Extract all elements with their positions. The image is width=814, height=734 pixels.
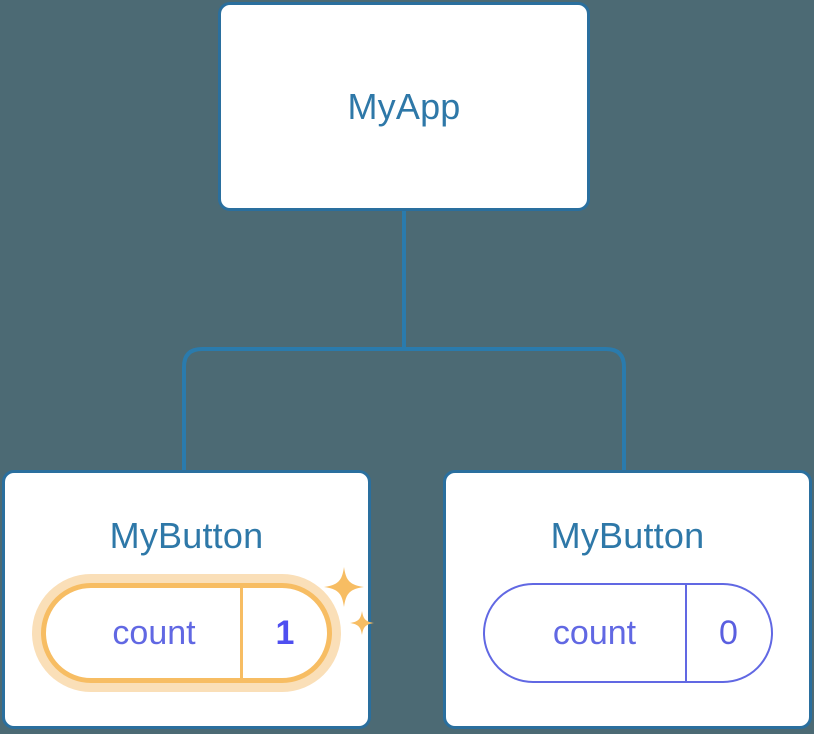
state-pill-0-key: count bbox=[112, 613, 196, 652]
node-myapp[interactable]: MyApp bbox=[218, 2, 590, 211]
node-mybutton-0-title: MyButton bbox=[109, 515, 264, 556]
state-pill-0-divider bbox=[240, 588, 243, 678]
edge-branch-bar bbox=[182, 347, 626, 470]
node-mybutton-0[interactable]: MyButton count 1 bbox=[2, 470, 374, 729]
state-pill-0-body[interactable]: count 1 bbox=[41, 583, 332, 683]
node-mybutton-1[interactable]: MyButton count 0 bbox=[443, 470, 812, 729]
node-myapp-title: MyApp bbox=[347, 85, 461, 127]
state-pill-1[interactable]: count 0 bbox=[482, 583, 773, 683]
state-pill-0[interactable]: count 1 bbox=[41, 567, 374, 683]
state-pill-1-body[interactable]: count 0 bbox=[482, 583, 773, 683]
node-mybutton-1-title: MyButton bbox=[550, 515, 705, 556]
state-pill-1-key: count bbox=[552, 613, 637, 652]
state-pill-0-value: 1 bbox=[275, 613, 295, 652]
state-pill-1-divider bbox=[684, 585, 687, 681]
state-pill-1-value: 0 bbox=[719, 613, 738, 652]
